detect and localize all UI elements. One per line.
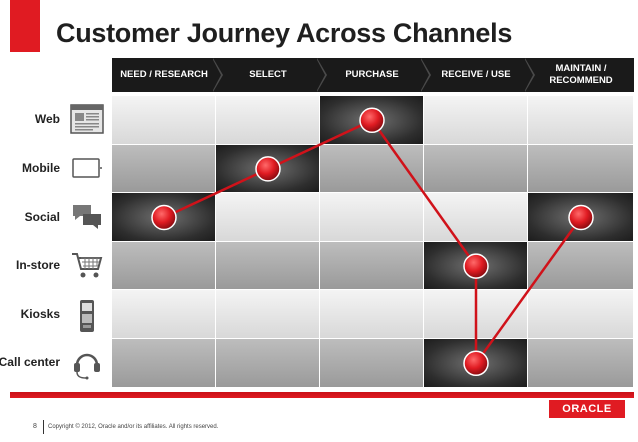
channel-label: Call center — [0, 355, 60, 370]
stage-label: MAINTAIN / RECOMMEND — [549, 63, 613, 86]
page-title: Customer Journey Across Channels — [56, 18, 513, 48]
stage-chevron-inner — [212, 58, 221, 92]
grid-cell — [528, 144, 634, 194]
grid-cell — [112, 96, 216, 145]
journey-segment — [370, 119, 478, 267]
web-page-icon — [70, 104, 104, 139]
stage-label: SELECT — [249, 69, 287, 80]
grid-cell — [320, 193, 424, 242]
grid-cell — [528, 96, 634, 145]
page-number: 8 — [33, 423, 37, 430]
stage-chevron-inner — [316, 58, 325, 92]
channel-label: Mobile — [22, 160, 60, 175]
journey-node — [255, 156, 281, 182]
journey-node — [463, 350, 489, 377]
kiosk-icon — [70, 299, 104, 338]
journey-node — [568, 204, 594, 231]
grid-cell — [424, 144, 528, 194]
stage-label: NEED / RESEARCH — [120, 69, 208, 80]
channel-stage-grid — [112, 96, 634, 388]
stage-chevron-inner — [420, 58, 429, 92]
journey-path — [151, 107, 594, 377]
oracle-logo: ORACLE — [549, 400, 625, 418]
speech-bubbles-icon — [70, 202, 104, 237]
grid-cell — [112, 144, 216, 194]
grid-cell — [320, 241, 424, 291]
journey-node — [151, 204, 177, 231]
grid-cell — [320, 290, 424, 339]
grid-cell — [216, 193, 320, 242]
footer-separator — [43, 420, 44, 434]
grid-cell — [424, 96, 528, 145]
channel-label: Social — [24, 209, 60, 224]
mobile-device-icon — [70, 153, 104, 188]
stage-label: RECEIVE / USE — [441, 69, 511, 80]
grid-cell — [112, 241, 216, 291]
grid-cell — [216, 241, 320, 291]
channel-label: Web — [34, 112, 60, 127]
shopping-cart-icon — [70, 250, 104, 285]
grid-cell — [528, 339, 634, 388]
copyright-text: Copyright © 2012, Oracle and/or its affi… — [48, 424, 219, 430]
stage-label: PURCHASE — [345, 69, 399, 80]
headset-icon — [70, 347, 104, 386]
journey-segment — [474, 216, 583, 365]
grid-cell — [216, 290, 320, 339]
stage-header-bar: NEED / RESEARCH SELECT PURCHASE RECEIVE / U… — [112, 58, 634, 92]
title-accent-bar — [10, 0, 40, 52]
grid-cell — [112, 339, 216, 388]
journey-segment — [267, 119, 373, 171]
grid-cell — [216, 339, 320, 388]
journey-node — [463, 253, 489, 279]
grid-cell — [320, 339, 424, 388]
journey-segment — [163, 167, 269, 219]
footer-bar — [10, 392, 634, 398]
grid-cell — [216, 96, 320, 145]
stage-chevron-inner — [524, 58, 533, 92]
journey-node — [359, 107, 385, 134]
grid-cell — [112, 290, 216, 339]
channel-label: Kiosks — [20, 306, 60, 321]
channel-label: In-store — [15, 258, 60, 273]
grid-cell — [528, 290, 634, 339]
